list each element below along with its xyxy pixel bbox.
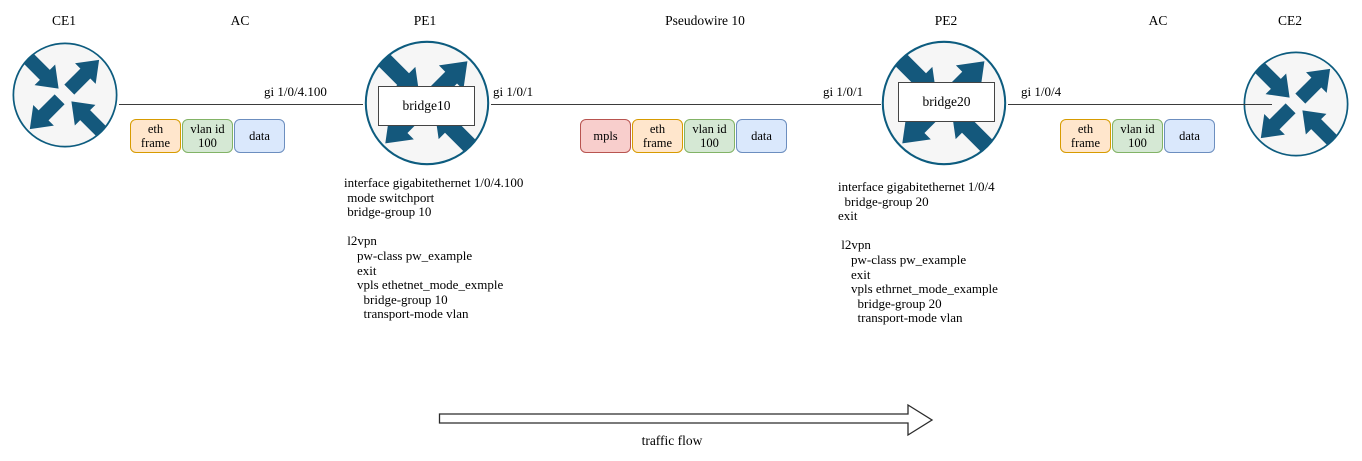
packet-label: data (249, 129, 270, 143)
segment-label-pseudowire: Pseudowire 10 (665, 13, 745, 28)
ce1-router-icon (11, 41, 119, 149)
node-label-pe1: PE1 (413, 13, 437, 28)
packet-label: eth frame (1070, 122, 1101, 150)
packet-vlan-id: vlan id 100 (182, 119, 233, 153)
interface-label-pe2-core: gi 1/0/1 (823, 84, 864, 99)
packet-label: vlan id 100 (1120, 122, 1155, 150)
link-ce1-pe1 (119, 104, 363, 105)
link-pe2-ce2-end (1242, 104, 1272, 105)
traffic-flow-arrow (438, 403, 934, 437)
packet-label: mpls (593, 129, 618, 143)
packet-label: vlan id 100 (190, 122, 225, 150)
packet-label: eth frame (140, 122, 171, 150)
traffic-flow-label: traffic flow (641, 433, 703, 448)
pe1-bridge-box: bridge10 (378, 86, 475, 126)
packet-label: data (751, 129, 772, 143)
packet-vlan-id: vlan id 100 (1112, 119, 1163, 153)
node-label-ce1: CE1 (51, 13, 77, 28)
packet-eth-frame: eth frame (632, 119, 683, 153)
pe1-config-text: interface gigabitethernet 1/0/4.100 mode… (344, 175, 524, 322)
packet-label: eth frame (642, 122, 673, 150)
interface-label-ce1-pe1: gi 1/0/4.100 (264, 84, 327, 99)
packet-mpls: mpls (580, 119, 631, 153)
packet-label: data (1179, 129, 1200, 143)
node-label-pe2: PE2 (934, 13, 958, 28)
packet-frame-ac-right: eth frame vlan id 100 data (1060, 119, 1215, 153)
node-label-ce2: CE2 (1277, 13, 1303, 28)
packet-eth-frame: eth frame (1060, 119, 1111, 153)
interface-label-pe2-ce2: gi 1/0/4 (1021, 84, 1062, 99)
packet-data: data (736, 119, 787, 153)
packet-label: vlan id 100 (692, 122, 727, 150)
pe2-config-text: interface gigabitethernet 1/0/4 bridge-g… (838, 179, 998, 326)
packet-data: data (234, 119, 285, 153)
packet-eth-frame: eth frame (130, 119, 181, 153)
segment-label-ac-right: AC (1148, 13, 1168, 28)
packet-frame-pseudowire: mpls eth frame vlan id 100 data (580, 119, 787, 153)
interface-label-pe1-core: gi 1/0/1 (493, 84, 534, 99)
packet-frame-ac-left: eth frame vlan id 100 data (130, 119, 285, 153)
packet-data: data (1164, 119, 1215, 153)
link-pe2-ce2 (1008, 104, 1243, 105)
packet-vlan-id: vlan id 100 (684, 119, 735, 153)
segment-label-ac-left: AC (230, 13, 250, 28)
link-pe1-pe2-pseudowire (491, 104, 881, 105)
pe2-bridge-box: bridge20 (898, 82, 995, 122)
